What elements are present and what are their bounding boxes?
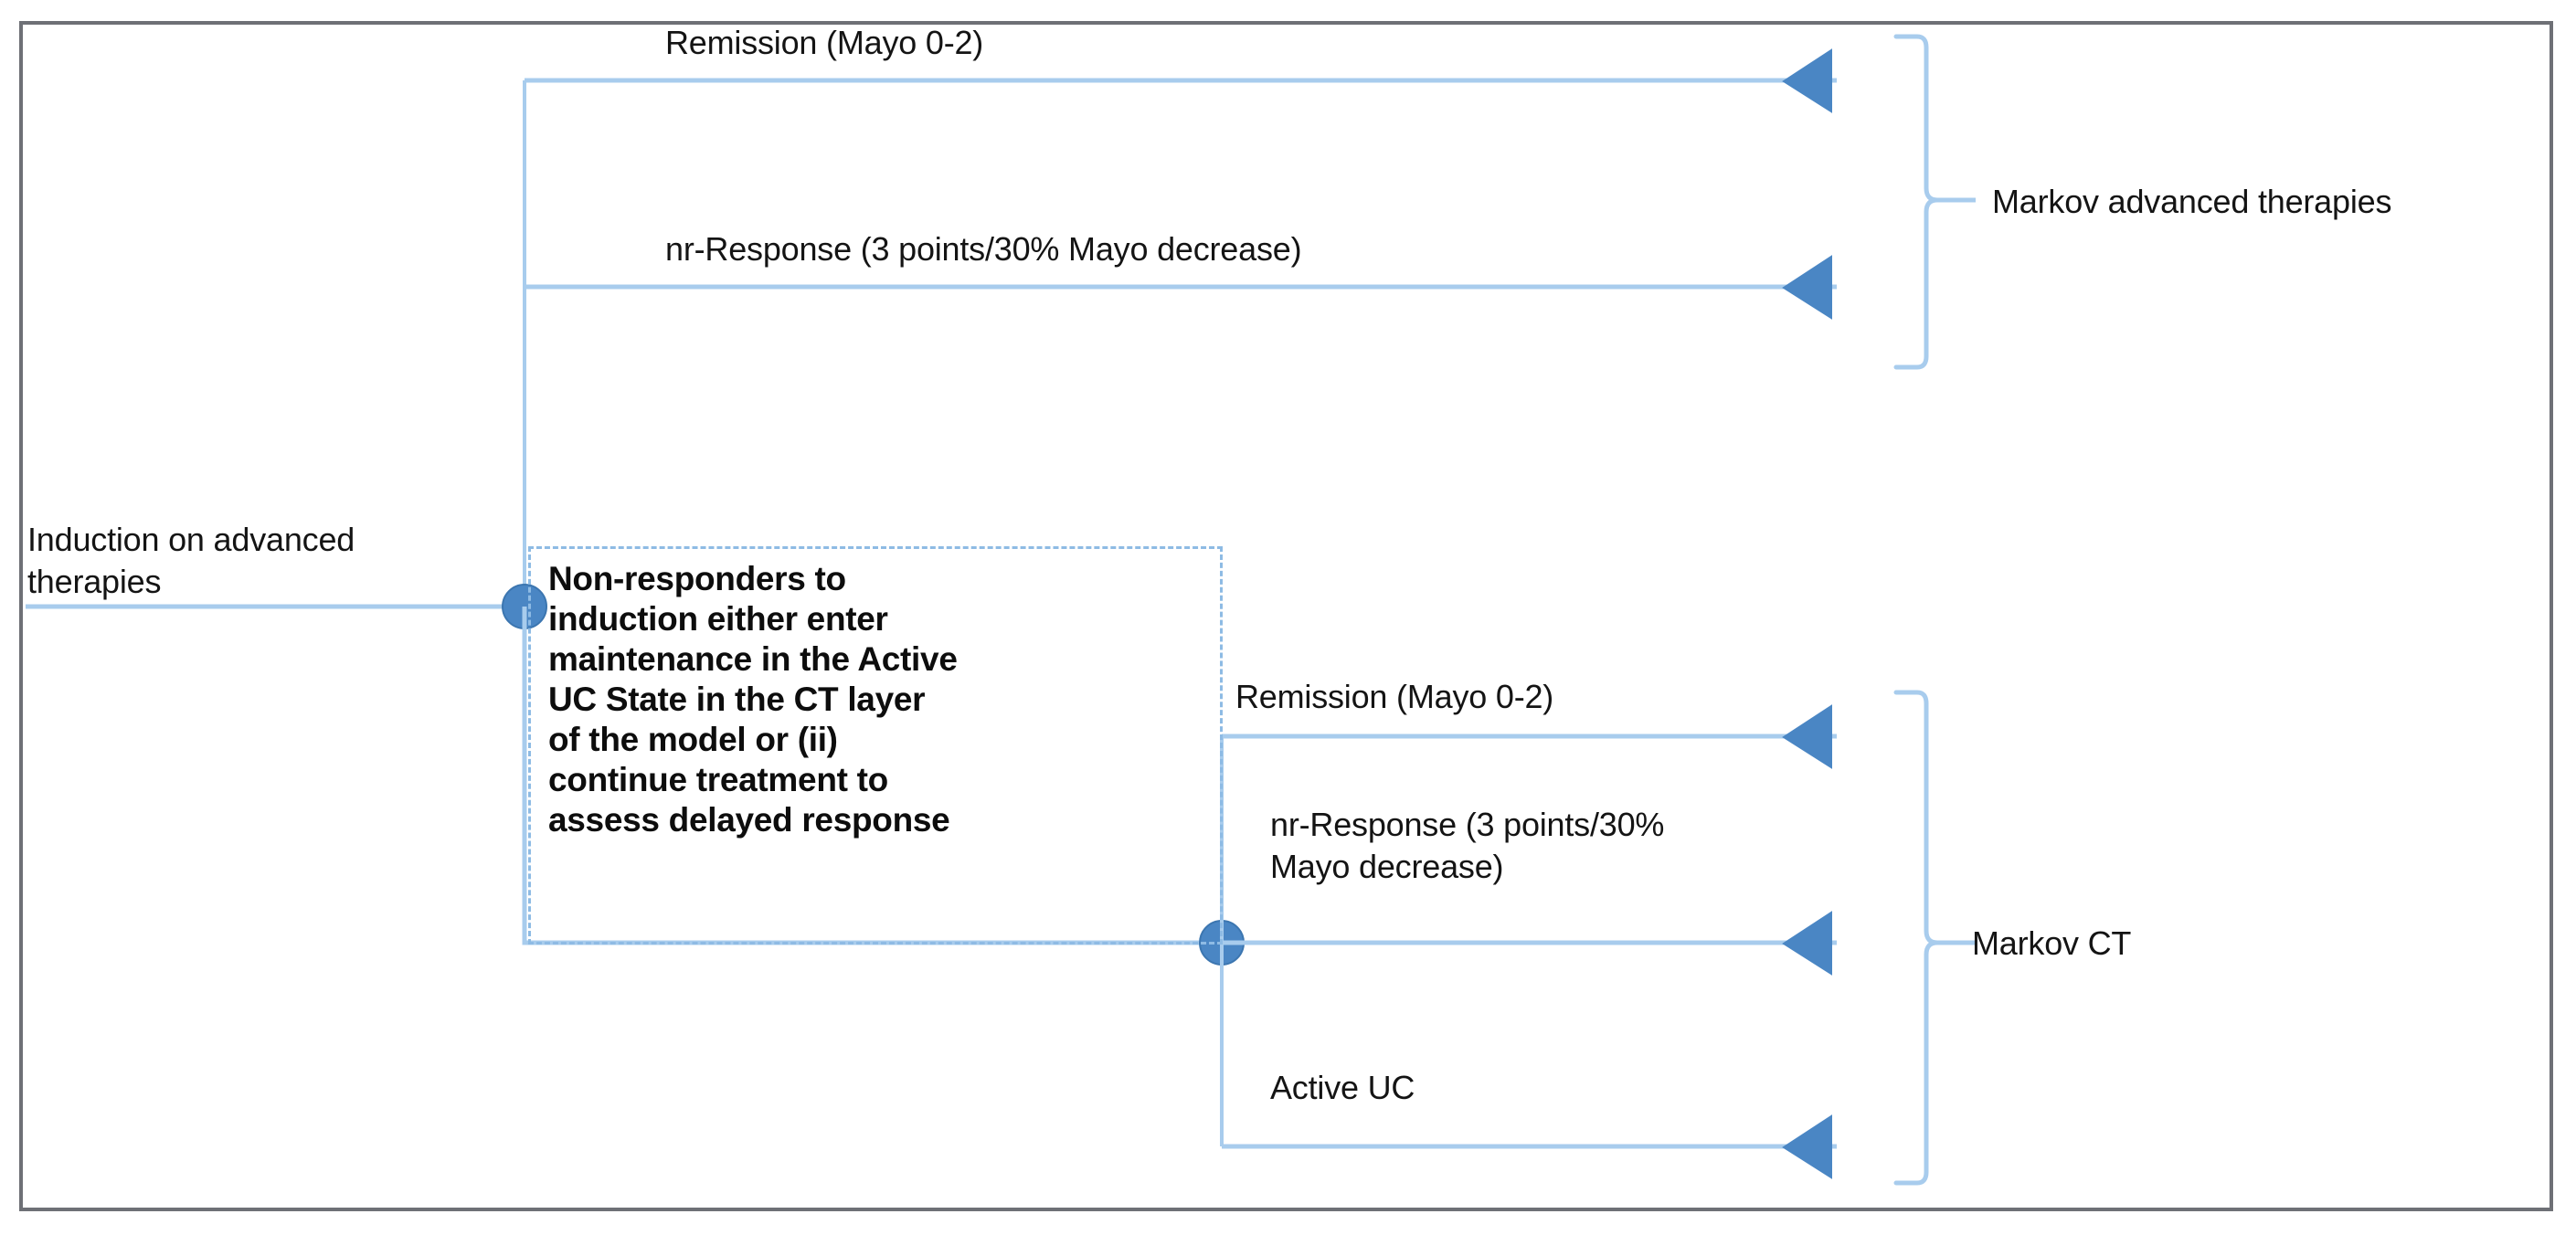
lower-group-brace bbox=[1893, 690, 1938, 1186]
lower-branch-3-label: Active UC bbox=[1270, 1069, 1415, 1106]
upper-group-label: Markov advanced therapies bbox=[1992, 183, 2392, 220]
lower-group-label: Markov CT bbox=[1972, 924, 2132, 962]
lower-branch-2-arrowhead bbox=[1782, 911, 1832, 976]
upper-branch-1-arrowhead bbox=[1782, 48, 1832, 113]
note-line-5: of the model or (ii) bbox=[548, 721, 838, 758]
upper-branch-2-arrowhead bbox=[1782, 255, 1832, 320]
upper-group-brace bbox=[1893, 34, 1938, 370]
lower-branch-2-label: nr-Response (3 points/30% Mayo decrease) bbox=[1270, 804, 1782, 888]
note-line-1: Non-responders to bbox=[548, 560, 846, 597]
note-line-6: continue treatment to bbox=[548, 761, 888, 798]
root-label: Induction on advanced therapies bbox=[27, 519, 393, 603]
lower-branch-2-label-line-1: nr-Response (3 points/30% bbox=[1270, 806, 1665, 843]
lower-branch-1-arrowhead bbox=[1782, 704, 1832, 769]
note-text: Non-responders to induction either enter… bbox=[548, 559, 1224, 840]
lower-branch-2-label-line-2: Mayo decrease) bbox=[1270, 848, 1504, 885]
upper-branch-1-label: Remission (Mayo 0-2) bbox=[665, 24, 984, 61]
diagram-frame bbox=[19, 21, 2553, 1211]
note-line-7: assess delayed response bbox=[548, 801, 950, 839]
upper-branch-2-label: nr-Response (3 points/30% Mayo decrease) bbox=[665, 230, 1302, 268]
root-label-line-1: Induction on advanced bbox=[27, 521, 355, 558]
lower-branch-1-label: Remission (Mayo 0-2) bbox=[1235, 678, 1554, 715]
note-line-4: UC State in the CT layer bbox=[548, 681, 926, 718]
note-line-2: induction either enter bbox=[548, 600, 888, 638]
lower-branch-3-arrowhead bbox=[1782, 1114, 1832, 1179]
root-label-line-2: therapies bbox=[27, 563, 162, 600]
note-line-3: maintenance in the Active bbox=[548, 640, 958, 678]
note-dashed-box bbox=[528, 546, 1223, 945]
